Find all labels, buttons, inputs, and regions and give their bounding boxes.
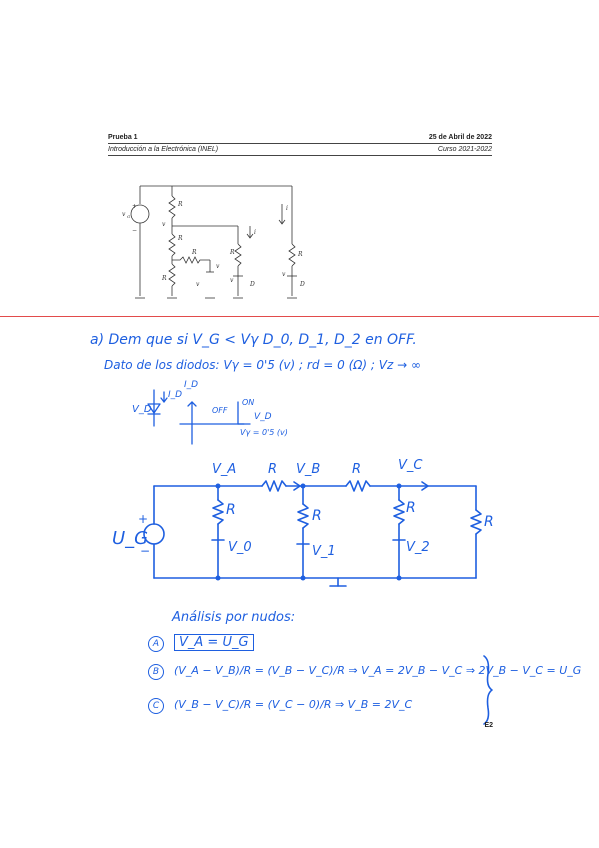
analysis-title: Análisis por nudos:	[172, 610, 296, 625]
svg-text:D: D	[249, 281, 255, 288]
eq-b-marker: B	[148, 664, 164, 680]
node-b-label: V_B	[296, 462, 321, 477]
svg-text:+: +	[132, 203, 137, 210]
svg-text:i: i	[286, 205, 288, 212]
svg-text:R: R	[229, 249, 235, 256]
header-rule-top	[108, 143, 492, 144]
resistor-out-label: R	[484, 514, 494, 530]
graph-on-label: ON	[242, 398, 255, 407]
source-minus: −	[140, 544, 151, 558]
svg-text:v: v	[230, 277, 234, 284]
resistor-c-label: R	[406, 500, 416, 516]
eq-a: V_A = U_G	[174, 634, 254, 651]
node-a-label: V_A	[212, 462, 237, 477]
diode-d2-label: V_2	[406, 540, 430, 555]
graph-current-label: I_D	[184, 380, 199, 390]
svg-text:R: R	[177, 235, 183, 242]
diode-d1-label: V_1	[312, 544, 336, 559]
section-divider	[0, 316, 599, 317]
resistor-b-label: R	[312, 508, 322, 524]
svg-text:R: R	[177, 201, 183, 208]
diode-d0-label: V_0	[228, 540, 252, 555]
svg-text:R: R	[297, 251, 303, 258]
exam-title: Prueba 1	[108, 134, 138, 141]
svg-text:v: v	[122, 211, 126, 218]
resistor-bc-label: R	[352, 462, 362, 477]
resistor-ab-label: R	[268, 462, 278, 477]
exam-date: 25 de Abril de 2022	[428, 134, 492, 141]
page-number: E2	[484, 722, 493, 729]
node-c-label: V_C	[398, 458, 423, 473]
header-rule-bottom	[108, 155, 492, 156]
diode-data-line: Dato de los diodos: Vγ = 0'5 (v) ; rd = …	[104, 358, 421, 372]
svg-text:R: R	[161, 275, 167, 282]
eq-b: (V_A − V_B)/R = (V_B − V_C)/R ⇒ V_A = 2V…	[174, 664, 582, 677]
svg-text:v: v	[216, 263, 220, 270]
course-year: Curso 2021-2022	[437, 146, 492, 153]
svg-text:D: D	[299, 281, 305, 288]
eq-c: (V_B − V_C)/R = (V_C − 0)/R ⇒ V_B = 2V_C	[174, 698, 413, 711]
graph-threshold-label: Vγ = 0'5 (v)	[240, 428, 288, 437]
diode-current-label: I_D	[168, 390, 183, 400]
eq-c-marker: C	[148, 698, 164, 714]
graph-voltage-label: V_D	[254, 412, 272, 422]
svg-text:v: v	[162, 221, 166, 228]
source-label: U_G	[112, 528, 149, 549]
svg-text:v: v	[282, 271, 286, 278]
course-name: Introducción a la Electrónica (INEL)	[108, 146, 219, 153]
statement-line: a) Dem que si V_G < Vγ D_0, D_1, D_2 en …	[90, 332, 417, 348]
svg-text:i: i	[254, 229, 256, 236]
graph-off-label: OFF	[212, 406, 228, 415]
svg-text:R: R	[191, 249, 197, 256]
source-plus: +	[138, 512, 149, 526]
svg-text:v: v	[196, 281, 200, 288]
eq-a-marker: A	[148, 636, 164, 652]
diode-voltage-label: V_D	[132, 404, 152, 415]
svg-text:G: G	[127, 214, 131, 219]
resistor-a-label: R	[226, 502, 236, 518]
svg-text:−: −	[132, 227, 137, 234]
